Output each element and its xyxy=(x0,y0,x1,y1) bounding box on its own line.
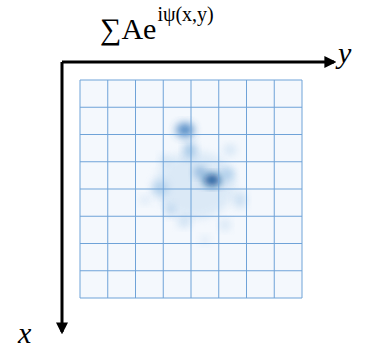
formula: ∑Ae xyxy=(100,14,156,44)
grid-line xyxy=(80,298,302,299)
intensity-spot xyxy=(140,196,150,204)
x-axis xyxy=(61,62,64,332)
intensity-spot xyxy=(224,145,236,155)
intensity-pattern xyxy=(140,123,246,244)
formula-exponent: iψ(x,y) xyxy=(157,4,213,24)
intensity-spot xyxy=(152,181,168,195)
axis-label: y xyxy=(338,38,351,68)
intensity-spot xyxy=(220,220,230,230)
grid-line xyxy=(80,270,302,271)
grid-line xyxy=(80,161,302,162)
intensity-spot xyxy=(184,142,196,158)
grid xyxy=(80,80,302,298)
intensity-spot xyxy=(234,192,246,208)
axis-label: x xyxy=(18,318,31,348)
grid-line xyxy=(80,189,302,190)
y-axis xyxy=(62,61,334,64)
grid-line xyxy=(80,216,302,217)
intensity-spot xyxy=(160,155,170,165)
intensity-spot xyxy=(178,217,190,227)
intensity-spot xyxy=(194,167,206,177)
intensity-spot xyxy=(200,236,210,244)
grid-line xyxy=(80,243,302,244)
grid-line xyxy=(80,107,302,108)
intensity-spot xyxy=(165,204,175,216)
grid-line xyxy=(80,134,302,135)
grid-line xyxy=(80,80,302,81)
grid-ground xyxy=(80,80,302,298)
intensity-spot xyxy=(222,168,234,180)
